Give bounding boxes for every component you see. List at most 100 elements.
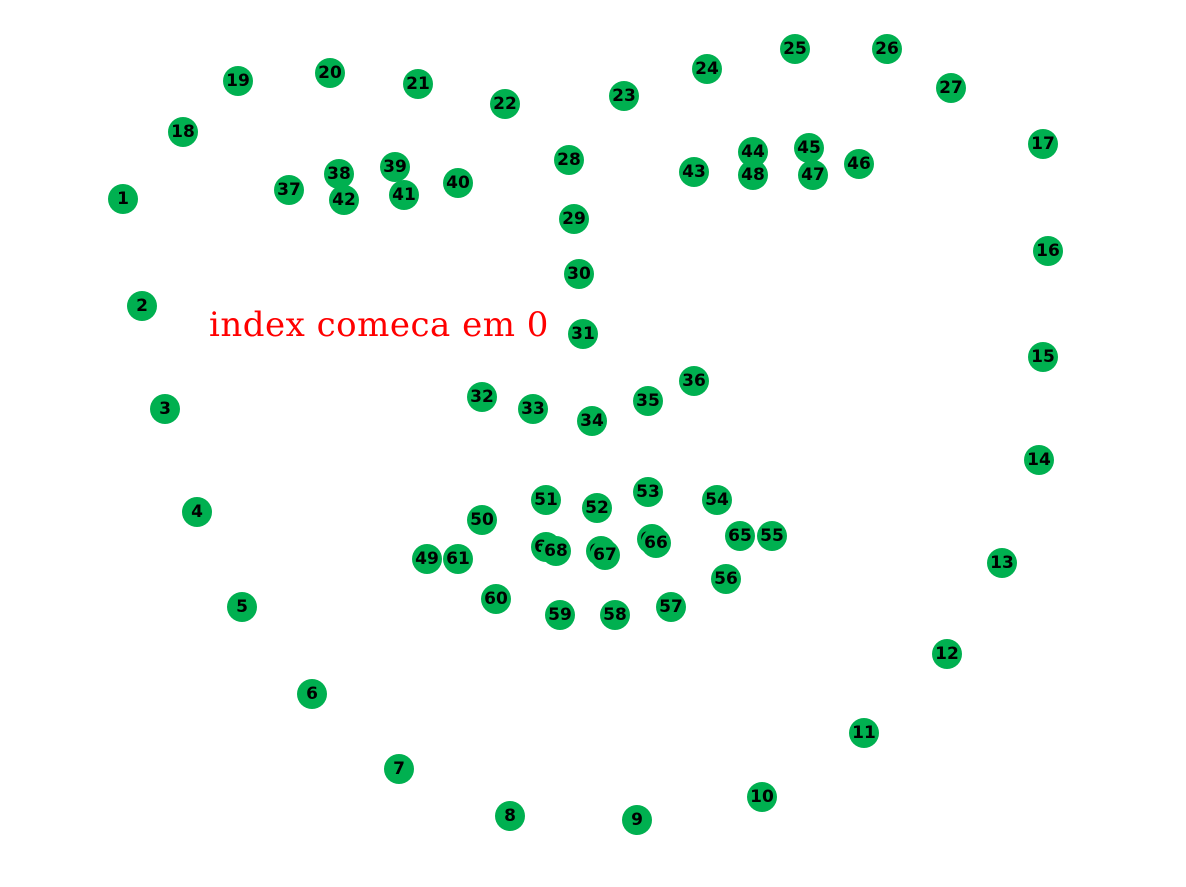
landmark-dot (490, 89, 520, 119)
landmark-point: 6 (297, 679, 327, 709)
landmark-dot (443, 168, 473, 198)
landmark-label: 32 (470, 387, 494, 407)
landmark-label: 31 (571, 324, 595, 344)
index-annotation: index comeca em 0 (209, 305, 549, 345)
landmark-label: 52 (585, 498, 609, 518)
landmark-point: 18 (168, 117, 198, 147)
landmark-point: 56 (711, 564, 741, 594)
landmark-label: 12 (935, 644, 959, 664)
landmark-label: 54 (705, 490, 729, 510)
landmark-dot (849, 718, 879, 748)
landmark-point: 36 (679, 366, 709, 396)
landmark-dot (315, 58, 345, 88)
landmark-point: 45 (794, 133, 824, 163)
landmark-dot (757, 521, 787, 551)
landmark-dot (1028, 129, 1058, 159)
landmark-dot (127, 291, 157, 321)
landmark-point: 40 (443, 168, 473, 198)
landmark-dot (932, 639, 962, 669)
landmark-label: 17 (1031, 134, 1055, 154)
landmark-label: 15 (1031, 347, 1055, 367)
landmark-dot (324, 159, 354, 189)
landmark-point: 2 (127, 291, 157, 321)
landmark-point: 7 (384, 754, 414, 784)
landmark-label: 37 (277, 180, 301, 200)
landmark-dot (495, 801, 525, 831)
landmark-label: 33 (521, 399, 545, 419)
landmark-point: 11 (849, 718, 879, 748)
landmark-point: 54 (702, 485, 732, 515)
landmark-point: 27 (936, 73, 966, 103)
landmark-label: 26 (875, 39, 899, 59)
landmark-point: 44 (738, 137, 768, 167)
landmark-label: 34 (580, 411, 604, 431)
landmark-dot (467, 382, 497, 412)
landmark-point: 29 (559, 204, 589, 234)
landmark-point: 50 (467, 505, 497, 535)
landmark-label: 28 (557, 150, 581, 170)
landmark-point: 49 (412, 544, 442, 574)
landmark-dot (679, 157, 709, 187)
landmark-label: 58 (603, 605, 627, 625)
landmark-point: 28 (554, 145, 584, 175)
landmark-label: 55 (760, 526, 784, 546)
landmark-label: 25 (783, 39, 807, 59)
landmark-dot (1024, 445, 1054, 475)
landmark-dot (780, 34, 810, 64)
landmark-label: 7 (393, 759, 405, 779)
landmark-point: 23 (609, 81, 639, 111)
landmark-dot (609, 81, 639, 111)
landmark-dot (872, 34, 902, 64)
landmark-dot (227, 592, 257, 622)
landmark-label: 29 (562, 209, 586, 229)
landmark-label: 61 (446, 549, 470, 569)
landmark-label: 39 (383, 157, 407, 177)
landmark-point: 32 (467, 382, 497, 412)
landmark-label: 13 (990, 553, 1014, 573)
landmark-label: 59 (548, 605, 572, 625)
landmark-point: 25 (780, 34, 810, 64)
landmark-dot (600, 600, 630, 630)
landmark-dot (531, 485, 561, 515)
landmark-label: 68 (544, 541, 568, 561)
landmark-point: 53 (633, 477, 663, 507)
landmark-dot (443, 544, 473, 574)
landmark-point: 60 (481, 584, 511, 614)
landmark-point: 39 (380, 152, 410, 182)
landmark-point: 20 (315, 58, 345, 88)
landmark-label: 65 (728, 526, 752, 546)
landmark-dot (622, 805, 652, 835)
landmark-label: 66 (644, 533, 668, 553)
landmark-dot (844, 149, 874, 179)
landmark-point: 10 (747, 782, 777, 812)
landmark-point: 13 (987, 548, 1017, 578)
landmark-label: 2 (136, 296, 148, 316)
landmark-label: 48 (741, 165, 765, 185)
landmark-label: 16 (1036, 241, 1060, 261)
landmark-label: 20 (318, 63, 342, 83)
landmark-point: 47 (798, 160, 828, 190)
landmark-label: 57 (659, 597, 683, 617)
landmark-dot (987, 548, 1017, 578)
landmark-label: 51 (534, 490, 558, 510)
landmark-label: 40 (446, 173, 470, 193)
landmark-dot (633, 477, 663, 507)
landmark-point: 22 (490, 89, 520, 119)
landmark-dot (692, 54, 722, 84)
landmark-dot (223, 66, 253, 96)
landmark-label: 67 (593, 545, 617, 565)
landmark-dot (150, 394, 180, 424)
landmark-dot (725, 521, 755, 551)
landmark-dot (1033, 236, 1063, 266)
landmark-dot (108, 184, 138, 214)
landmark-point: 9 (622, 805, 652, 835)
landmark-point: 31 (568, 319, 598, 349)
landmark-label: 42 (332, 190, 356, 210)
landmark-dot (656, 592, 686, 622)
landmark-label: 23 (612, 86, 636, 106)
landmark-dot (590, 540, 620, 570)
landmark-point: 38 (324, 159, 354, 189)
landmark-point: 14 (1024, 445, 1054, 475)
landmark-label: 19 (226, 71, 250, 91)
